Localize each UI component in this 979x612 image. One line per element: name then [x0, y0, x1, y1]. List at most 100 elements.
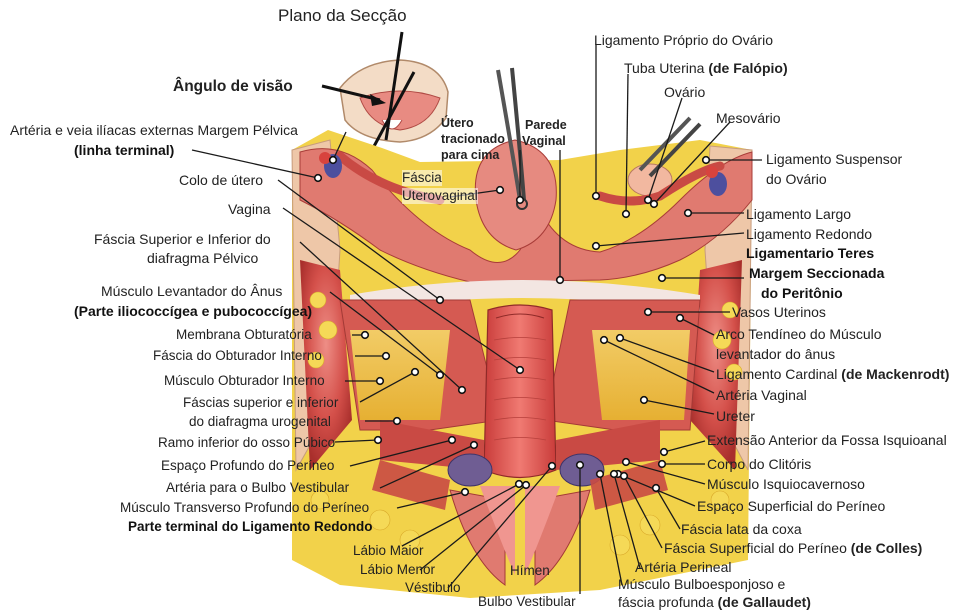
label-round-ligament-terminal: Parte terminal do Ligamento Redondo [128, 519, 373, 535]
label-ischiocavernosus: Músculo Isquiocavernoso [707, 476, 865, 492]
label-urogenital-fascia-2: do diafragma urogenital [189, 414, 331, 430]
label-vaginal-wall-1: Parede [525, 118, 567, 132]
leader-endpoint-dot [471, 442, 478, 449]
leader-endpoint-dot [517, 197, 524, 204]
leader-endpoint-dot [516, 481, 523, 488]
leader-endpoint-dot [449, 437, 456, 444]
section-plane-inset [322, 32, 448, 150]
leader-endpoint-dot [653, 485, 660, 492]
label-uterus-2: tracionado [441, 132, 505, 146]
leader-endpoint-dot [593, 243, 600, 250]
label-uterovaginal-fascia-1: Fáscia [402, 170, 442, 186]
leader-endpoint-dot [641, 397, 648, 404]
label-obturator-fascia: Fáscia do Obturador Interno [153, 348, 322, 364]
label-ischioanal-fossa: Extensão Anterior da Fossa Isquioanal [707, 432, 947, 448]
section-plane-title: Plano da Secção [278, 8, 407, 24]
label-levator-ani-1: Músculo Levantador do Ânus [101, 283, 282, 299]
leader-endpoint-dot [577, 462, 584, 469]
leader-endpoint-dot [651, 201, 658, 208]
leader-endpoint-dot [517, 367, 524, 374]
leader-endpoint-dot [330, 157, 337, 164]
label-tendinous-arch-1: Arco Tendíneo do Músculo [716, 326, 882, 342]
leader-endpoint-dot [412, 369, 419, 376]
label-labium-minus: Lábio Menor [360, 562, 435, 578]
leader-endpoint-dot [611, 471, 618, 478]
leader-endpoint-dot [362, 332, 369, 339]
label-bulbospongiosus-1: Músculo Bulboesponjoso e [618, 576, 785, 592]
label-vaginal-artery: Artéria Vaginal [716, 387, 807, 403]
label-cervix: Colo de útero [179, 172, 263, 188]
leader-endpoint-dot [659, 275, 666, 282]
label-uterovaginal-fascia-2: Uterovaginal [402, 188, 478, 204]
leader-endpoint-dot [623, 211, 630, 218]
label-ligamentum-teres: Ligamentario Teres [746, 245, 874, 261]
leader-endpoint-dot [375, 437, 382, 444]
label-vagina: Vagina [228, 201, 271, 217]
leader-endpoint-dot [617, 335, 624, 342]
label-urogenital-fascia-1: Fáscias superior e inferior [183, 395, 338, 411]
leader-endpoint-dot [597, 471, 604, 478]
label-suspensory-ligament-1: Ligamento Suspensor [766, 151, 902, 167]
leader-endpoint-dot [377, 378, 384, 385]
label-ureter: Ureter [716, 408, 755, 424]
label-clitoris-body: Corpo do Clitóris [707, 456, 811, 472]
leader-endpoint-dot [685, 210, 692, 217]
label-vaginal-wall-2: Vaginal [522, 134, 566, 148]
label-levator-ani-2: (Parte iliococcígea e pubococcígea) [74, 303, 312, 319]
label-peritoneum-margin-1: Margem Seccionada [749, 265, 884, 281]
label-round-ligament: Ligamento Redondo [746, 226, 872, 242]
label-ovary: Ovário [664, 84, 705, 100]
label-vestibular-bulb: Bulbo Vestibular [478, 594, 576, 610]
label-uterine-vessels: Vasos Uterinos [732, 304, 826, 320]
label-broad-ligament: Ligamento Largo [746, 206, 851, 222]
label-deep-transverse-muscle: Músculo Transverso Profundo do Períneo [120, 500, 369, 516]
leader-endpoint-dot [621, 473, 628, 480]
view-angle-label: Ângulo de visão [173, 79, 293, 95]
leader-endpoint-dot [523, 482, 530, 489]
label-bulb-artery: Artéria para o Bulbo Vestibular [166, 480, 349, 496]
label-cardinal-ligament-eponym: (de Mackenrodt) [841, 366, 949, 382]
label-colles-fascia: Fáscia Superficial do Períneo (de Colles… [664, 540, 922, 556]
label-cardinal-ligament-text: Ligamento Cardinal [716, 366, 841, 382]
label-bulbospongiosus-2-text: fáscia profunda [618, 594, 718, 610]
label-suspensory-ligament-2: do Ovário [766, 171, 827, 187]
label-pubic-ramus: Ramo inferior do osso Púbico [158, 435, 335, 451]
label-uterine-tube-text: Tuba Uterina [624, 60, 708, 76]
leader-endpoint-dot [557, 277, 564, 284]
label-superficial-perineal-space: Espaço Superficial do Períneo [697, 498, 885, 514]
label-bulbospongiosus-2-eponym: (de Gallaudet) [718, 594, 811, 610]
label-fascia-lata: Fáscia lata da coxa [681, 521, 802, 537]
label-mesovarium: Mesovário [716, 110, 781, 126]
label-hymen: Hímen [510, 563, 550, 579]
label-terminal-line: (linha terminal) [74, 142, 174, 158]
leader-endpoint-dot [645, 309, 652, 316]
label-bulbospongiosus-2: fáscia profunda (de Gallaudet) [618, 594, 811, 610]
leader-endpoint-dot [601, 337, 608, 344]
leader-endpoint-dot [661, 449, 668, 456]
label-tendinous-arch-2: levantador do ânus [716, 346, 835, 362]
leader-endpoint-dot [497, 187, 504, 194]
label-uterus-3: para cima [441, 148, 499, 162]
leader-endpoint-dot [623, 459, 630, 466]
leader-endpoint-dot [462, 489, 469, 496]
leader-endpoint-dot [315, 175, 322, 182]
label-colles-fascia-text: Fáscia Superficial do Períneo [664, 540, 851, 556]
label-pelvic-fascia-1: Fáscia Superior e Inferior do [94, 231, 271, 247]
label-uterus-1: Útero [441, 116, 474, 130]
leader-endpoint-dot [593, 193, 600, 200]
leader-endpoint-dot [383, 353, 390, 360]
leader-endpoint-dot [703, 157, 710, 164]
leader-endpoint-dot [549, 463, 556, 470]
label-cardinal-ligament: Ligamento Cardinal (de Mackenrodt) [716, 366, 949, 382]
leader-endpoint-dot [677, 315, 684, 322]
label-obturator-muscle: Músculo Obturador Interno [164, 373, 325, 389]
label-perineal-artery: Artéria Perineal [635, 559, 732, 575]
label-vestibule: Véstibulo [405, 580, 461, 596]
label-peritoneum-margin-2: do Peritônio [761, 285, 843, 301]
leader-endpoint-dot [459, 387, 466, 394]
leader-endpoint-dot [659, 461, 666, 468]
label-colles-fascia-eponym: (de Colles) [851, 540, 923, 556]
label-uterine-tube-eponym: (de Falópio) [708, 60, 787, 76]
label-obturator-membrane: Membrana Obturatória [176, 327, 312, 343]
